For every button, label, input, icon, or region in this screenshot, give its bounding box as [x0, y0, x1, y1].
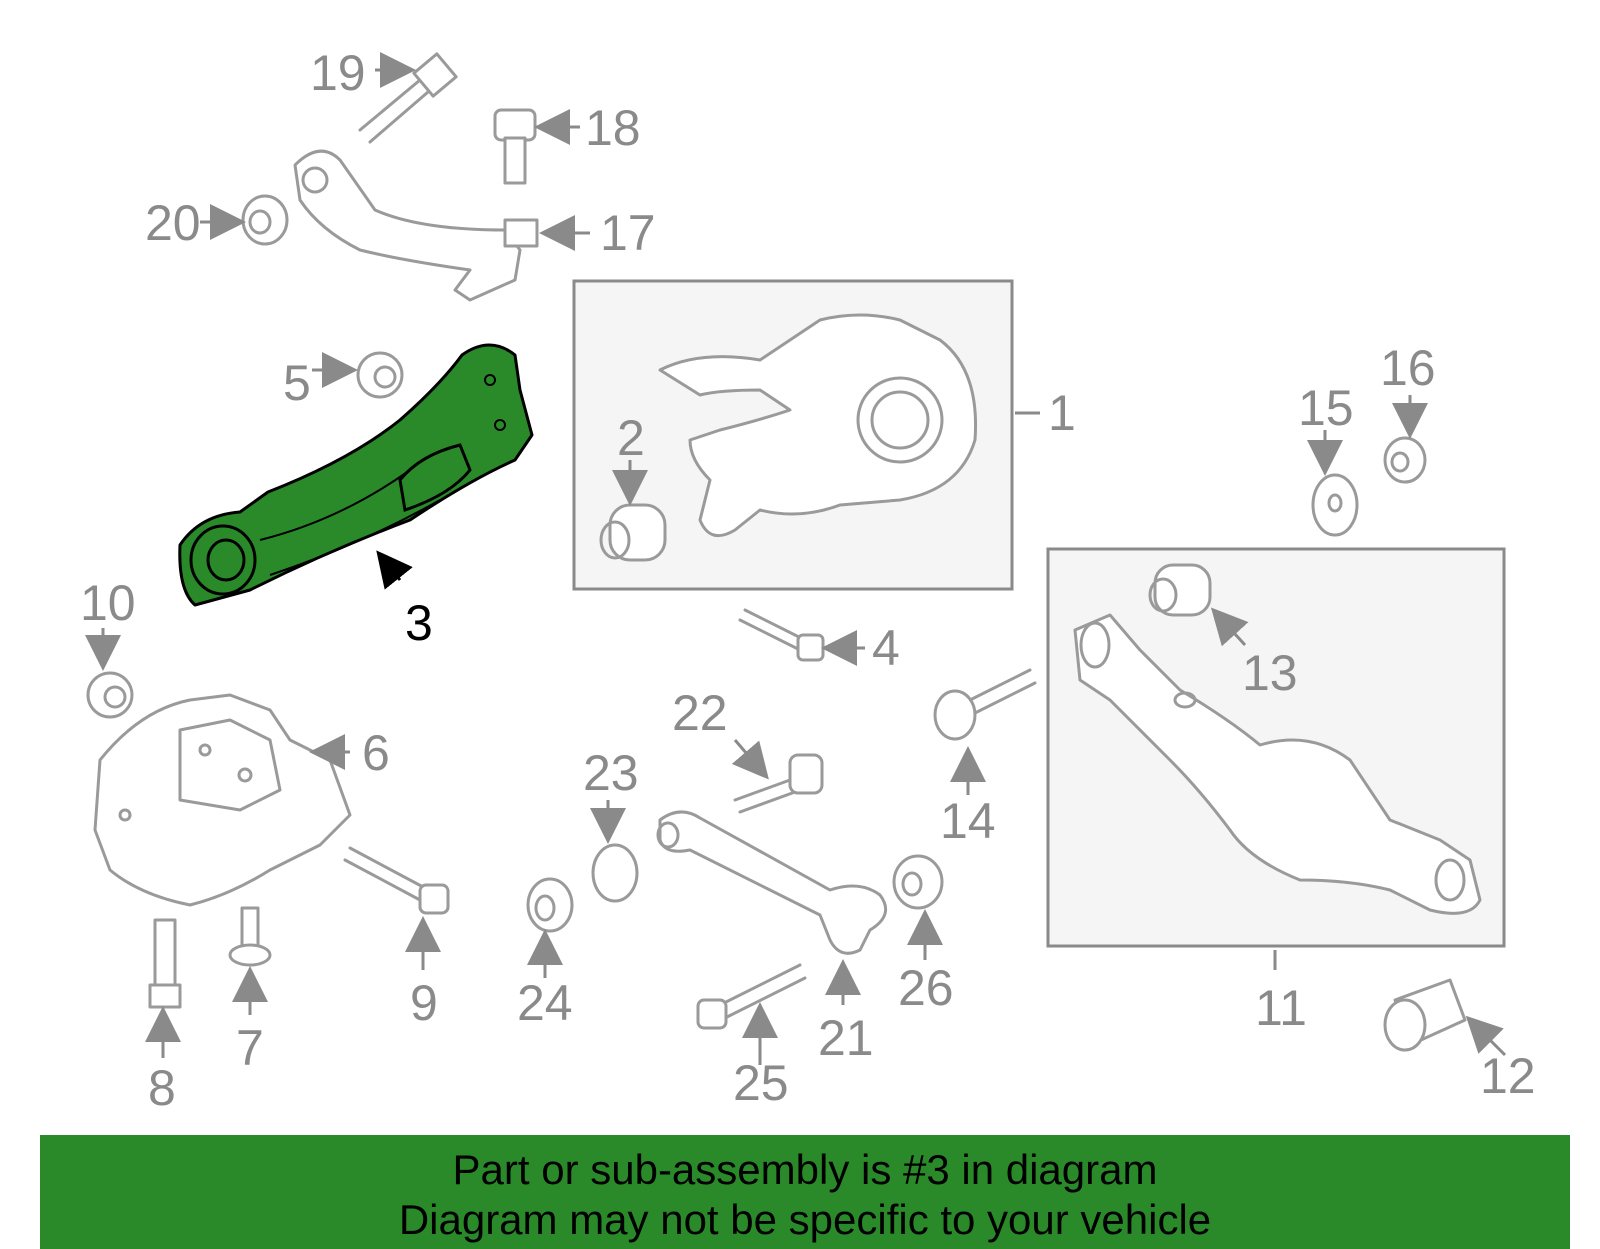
callout-4: 4 [872, 620, 900, 676]
callout-3: 3 [405, 595, 433, 651]
callout-14: 14 [940, 793, 996, 849]
notice-line-1: Part or sub-assembly is #3 in diagram [452, 1146, 1158, 1193]
callout-1: 1 [1048, 385, 1076, 441]
callout-12: 12 [1480, 1048, 1536, 1104]
callout-11: 11 [1255, 980, 1307, 1036]
part-9-bolt [343, 846, 450, 970]
part-8-bolt [145, 918, 182, 1058]
part-25-bolt [696, 963, 807, 1065]
callout-26: 26 [898, 960, 954, 1016]
part-16-nut [1383, 395, 1428, 484]
callout-21: 21 [818, 1010, 874, 1066]
part-18-bolt [493, 108, 580, 185]
callout-19: 19 [310, 45, 366, 101]
callout-22: 22 [672, 685, 728, 741]
part-24-nut [526, 877, 574, 978]
callout-6: 6 [362, 725, 390, 781]
callout-7: 7 [236, 1020, 264, 1076]
part-7-bolt [228, 906, 272, 1015]
part-14-bolt [933, 668, 1037, 795]
callout-18: 18 [585, 100, 641, 156]
part-3-lower-arm [178, 343, 534, 607]
callout-9: 9 [410, 975, 438, 1031]
callout-16: 16 [1380, 340, 1436, 396]
callout-10: 10 [80, 575, 136, 631]
part-15-washer [1307, 430, 1359, 537]
callout-15: 15 [1298, 380, 1354, 436]
part-23-washer [590, 800, 639, 903]
part-26-nut [892, 854, 944, 960]
callout-13: 13 [1242, 645, 1298, 701]
part-21-link [656, 810, 888, 1005]
part-1-knuckle-box [572, 279, 1040, 591]
part-11-crossmember-box [1046, 547, 1506, 970]
part-22-bolt [731, 739, 824, 814]
part-20-nut [200, 194, 289, 246]
part-19-bolt [358, 52, 458, 144]
callout-20: 20 [145, 195, 201, 251]
callout-17: 17 [600, 205, 656, 261]
part-5-nut [312, 351, 404, 399]
part-10-nut [85, 628, 134, 719]
part-17-upper-arm [293, 149, 590, 302]
part-12-bushing [1383, 978, 1507, 1057]
notice-line-2: Diagram may not be specific to your vehi… [398, 1196, 1212, 1243]
callout-23: 23 [583, 745, 639, 801]
part-4-bolt [738, 608, 865, 666]
callout-24: 24 [517, 975, 573, 1031]
notice-banner: Part or sub-assembly is #3 in diagram Di… [40, 1135, 1570, 1249]
callout-8: 8 [148, 1060, 176, 1116]
callout-2: 2 [617, 410, 645, 466]
callout-5: 5 [283, 355, 311, 411]
part-6-bracket [93, 693, 352, 907]
callout-25: 25 [733, 1055, 789, 1111]
